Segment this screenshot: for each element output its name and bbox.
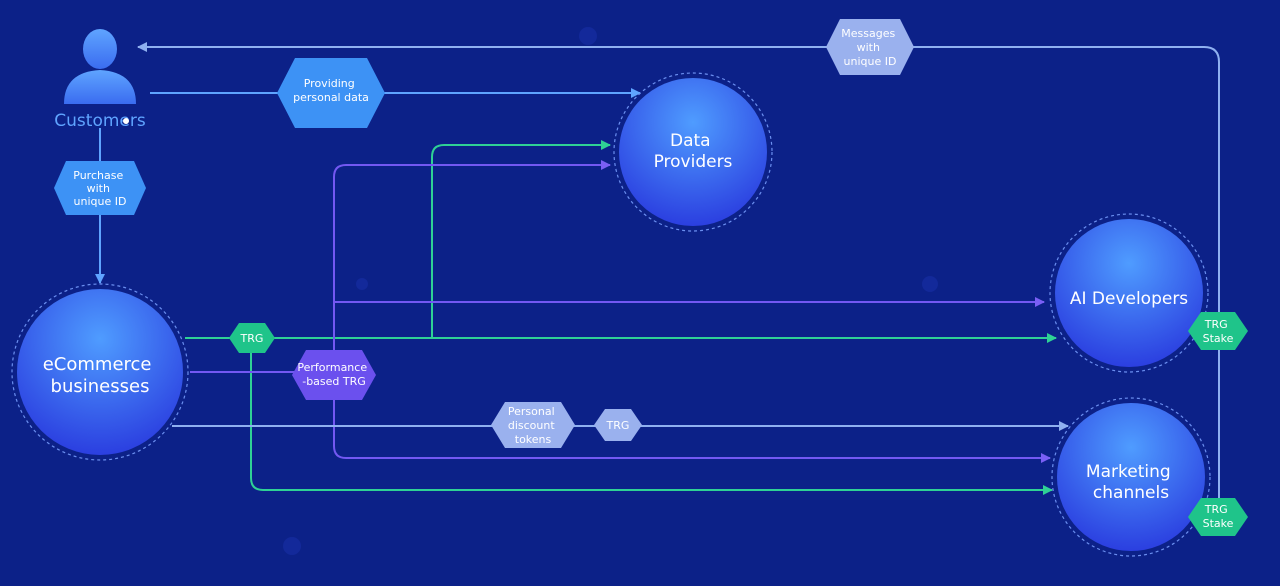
- ai-developers-node[interactable]: AI Developers: [1049, 213, 1209, 373]
- providing-data-label-hex: Providing personal data: [277, 58, 385, 128]
- svg-text:Purchase with uniq: Purchase with unique ID: [73, 169, 126, 208]
- purchase-line-1: Purchase: [73, 169, 123, 182]
- marketing-line-2: channels: [1093, 483, 1169, 503]
- svg-text:Personal discount: Personal discount tokens: [508, 405, 558, 446]
- messages-line-3: unique ID: [844, 55, 897, 68]
- trg-green-text: TRG: [240, 332, 264, 345]
- svg-text:Marketing channels: Marketing channels: [1086, 462, 1176, 503]
- messages-connector: [137, 42, 1220, 500]
- background-dot: [922, 276, 938, 292]
- svg-text:AI Developers: AI Developers: [1070, 289, 1188, 309]
- trg-stake-ai-line-2: Stake: [1203, 332, 1234, 345]
- trg-green-label-hex: TRG: [229, 323, 275, 353]
- purchase-line-3: unique ID: [74, 195, 127, 208]
- discount-line-1: Personal: [508, 405, 555, 418]
- svg-text:TRG Stake: TRG Stake: [1203, 318, 1234, 345]
- trg-light-text: TRG: [606, 419, 630, 432]
- providing-line-1: Providing: [304, 77, 355, 90]
- svg-text:Performance -based TRG: Performance -based TRG: [297, 361, 370, 388]
- discount-line-3: tokens: [515, 433, 552, 446]
- data-providers-line-2: Providers: [654, 152, 733, 172]
- performance-line-1: Performance: [297, 361, 367, 374]
- background-dot: [579, 27, 597, 45]
- customers-label: Customers: [54, 111, 146, 131]
- customers-icon: [64, 29, 136, 104]
- ecommerce-node[interactable]: eCommerce businesses: [11, 283, 189, 461]
- marketing-line-1: Marketing: [1086, 462, 1171, 482]
- ecommerce-line-2: businesses: [51, 376, 150, 397]
- background-dot: [356, 278, 368, 290]
- customers-dot: [123, 118, 129, 124]
- purchase-label-hex: Purchase with unique ID: [54, 161, 146, 215]
- trg-stake-ai-line-1: TRG: [1204, 318, 1228, 331]
- trg-to-data-providers-connector: [431, 140, 611, 338]
- performance-to-data-providers-connector: [333, 160, 611, 372]
- data-providers-line-1: Data: [670, 131, 711, 151]
- performance-to-marketing-connector: [333, 372, 1051, 463]
- svg-text:TRG: TRG: [240, 332, 264, 345]
- marketing-channels-node[interactable]: Marketing channels: [1051, 397, 1211, 557]
- messages-line-2: with: [857, 41, 880, 54]
- trg-light-label-hex: TRG: [594, 409, 642, 441]
- svg-text:TRG Stake: TRG Stake: [1203, 503, 1234, 530]
- discount-line-2: discount: [508, 419, 555, 432]
- svg-text:eCommerce businesses: eCommerce businesses: [43, 354, 158, 397]
- messages-label-hex: Messages with unique ID: [826, 19, 914, 75]
- trg-to-marketing-connector: [250, 338, 1053, 495]
- svg-text:Providing personal data: Providing personal data: [293, 77, 369, 104]
- trg-stake-mkt-line-1: TRG: [1204, 503, 1228, 516]
- trg-stake-marketing-label-hex: TRG Stake: [1188, 498, 1248, 536]
- svg-text:Data Providers: Data Providers: [654, 131, 733, 172]
- trg-stake-ai-label-hex: TRG Stake: [1188, 312, 1248, 350]
- performance-trg-label-hex: Performance -based TRG: [292, 350, 376, 400]
- providing-line-2: personal data: [293, 91, 369, 104]
- trg-stake-mkt-line-2: Stake: [1203, 517, 1234, 530]
- performance-line-2: -based TRG: [302, 375, 366, 388]
- background-dot: [283, 537, 301, 555]
- data-providers-node[interactable]: Data Providers: [613, 72, 773, 232]
- ai-developers-line-1: AI Developers: [1070, 289, 1188, 309]
- ecommerce-line-1: eCommerce: [43, 354, 152, 375]
- messages-line-1: Messages: [841, 27, 895, 40]
- discount-tokens-label-hex: Personal discount tokens: [491, 402, 575, 448]
- svg-text:Messages with uniq: Messages with unique ID: [841, 27, 898, 68]
- svg-text:TRG: TRG: [606, 419, 630, 432]
- purchase-line-2: with: [87, 182, 110, 195]
